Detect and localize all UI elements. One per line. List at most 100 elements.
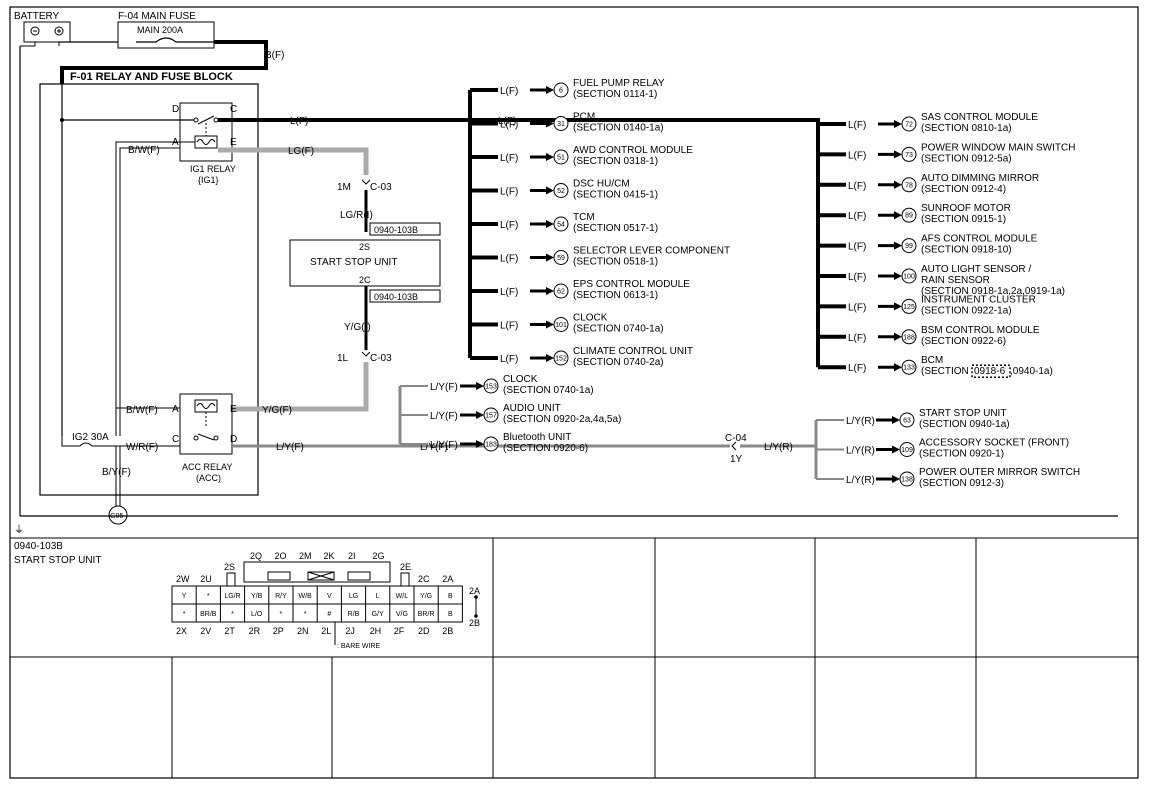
ssu-connector-tag-label: 0940-103B [374,292,418,302]
component-section: (SECTION 0920-6) [503,443,588,454]
arrow-icon [894,302,902,311]
arrow-icon [894,150,902,159]
ref-number: 72 [905,122,913,129]
component-section: (SECTION 0920-1) [919,449,1004,460]
pin-color: B [448,611,453,618]
connector-title: START STOP UNIT [14,555,101,566]
c03-connector-top [361,179,371,185]
pin-color: W/L [396,593,409,600]
component-section: (SECTION 0918-1a,2a,0919-1a) [921,286,1065,297]
branch-wire-label: L(F) [848,272,866,283]
component-name: AUTO LIGHT SENSOR / [921,264,1031,275]
acc-pin-d: D [230,434,237,445]
ref-circle [553,149,569,165]
ig1-coil [194,135,218,149]
component-section: (SECTION 0318-1) [573,156,658,167]
lyf-wire-label: L/Y(F) [276,442,304,453]
component-name: AWD CONTROL MODULE [573,145,693,156]
pin-color: R/B [348,611,360,618]
ig2-fuse-label: IG2 30A [72,432,109,443]
component-name: SAS CONTROL MODULE [921,112,1038,123]
ref-circle [901,298,917,314]
branch-wire-label: L/Y(F) [430,382,458,393]
branch-wire-label: L/Y(R) [846,446,875,457]
arrow-icon [892,475,900,483]
ref-number: 62 [557,289,565,296]
acc-pin-c: C [172,434,179,445]
lf-wire-label: L(F) [498,116,516,127]
branch-wire-label: L(F) [500,287,518,298]
component-section: (SECTION 0918-10) [921,245,1012,256]
connector-tab [226,572,236,587]
pin-label: 2Q [250,551,262,561]
ref-number: 59 [557,255,565,262]
branch-wire-label: L(F) [500,153,518,164]
pin-label: 2I [348,551,356,561]
ground-point [108,505,128,525]
component-name: CLOCK [503,374,538,385]
component-section: (SECTION 0740-2a) [573,357,664,368]
ref-number: 188 [903,334,915,341]
ref-number: 51 [557,155,565,162]
acc-coil-wire-label: B/W(F) [126,405,158,416]
arrow-icon [546,153,554,161]
pin-color: Y [182,593,187,600]
pin-color: * [231,611,234,618]
ref-circle [901,116,917,132]
component-section: (SECTION 0517-1) [573,223,658,234]
arrow-icon [892,445,900,454]
pin-color: V/G [396,611,408,618]
pin-color: BR/B [200,611,217,618]
ref-number: 99 [905,243,913,250]
acc-pin-e: E [230,404,237,415]
arrow-icon [894,272,902,280]
pin-color: LG/R [224,593,240,600]
main-fuse-rating: MAIN 200A [137,25,183,35]
ref-circle [553,283,569,299]
pin-color: V [327,593,332,600]
ref-number: 157 [485,413,497,420]
component-name: ACCESSORY SOCKET (FRONT) [919,438,1069,449]
ref-number: 109 [901,447,913,454]
pin-label: 2B [442,626,453,636]
component-name: AUTO DIMMING MIRROR [921,173,1039,184]
c03-connector-bot [361,351,371,357]
ref-circle [553,82,569,98]
c04-label: C-04 [725,433,747,444]
ref-number: 183 [485,442,497,449]
ref-circle [901,146,917,162]
ref-circle [553,216,569,232]
relay-fuse-block [39,83,259,496]
branch-wire-label: L(F) [848,150,866,161]
component-name: SELECTOR LEVER COMPONENT [573,246,730,257]
ref-circle [553,250,569,265]
component-name: CLOCK [573,313,608,324]
connector-housing [243,561,391,583]
ref-number: 54 [557,222,565,229]
ref-number: 63 [903,418,911,425]
pin-color: W/B [298,593,312,600]
ig1-relay-code: {IG1} [198,175,219,185]
component-section: ,0940-1a) [1010,366,1053,377]
arrow-icon [546,186,554,195]
pin-dot [474,614,478,618]
component-section: (SECTION 0114-1) [573,89,657,100]
component-name: START STOP UNIT [919,408,1006,419]
connector-mark [307,571,335,581]
component-name: BSM CONTROL MODULE [921,325,1040,336]
ref-number: 100 [903,274,915,281]
ref-number: 153 [485,384,497,391]
arrow-icon [546,119,554,128]
component-section: (SECTION 0920-2a,4a,5a) [503,414,621,425]
branch-wire-label: L(F) [500,321,518,332]
branch-wire-label: L(F) [500,187,518,198]
ig1-pin-d: D [172,104,179,115]
byf-wire-label: B/Y(F) [102,467,131,478]
component-section: (SECTION 0518-1) [573,257,658,268]
battery-pos-terminal [54,26,64,36]
battery-symbol [23,21,71,43]
pin-label: 2P [273,626,284,636]
